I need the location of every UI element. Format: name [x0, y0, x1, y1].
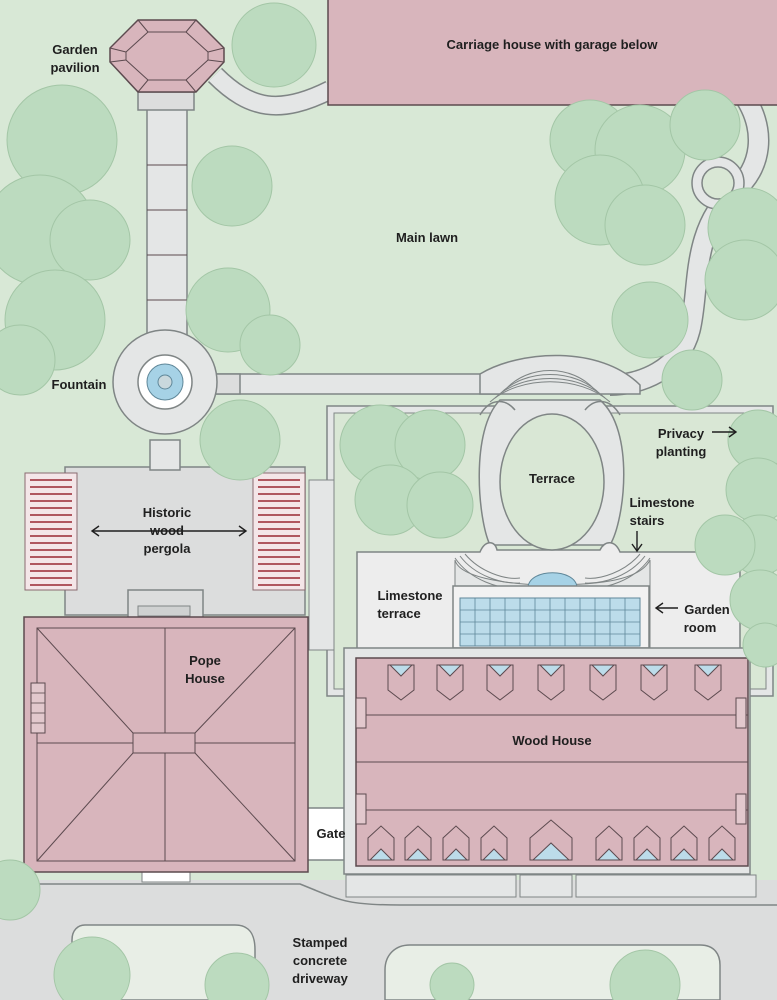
label-limestone-stairs: stairs	[630, 513, 665, 528]
label-gate: Gate	[317, 826, 346, 841]
label-fountain: Fountain	[52, 377, 107, 392]
east-walk	[209, 373, 501, 395]
lower-stairs	[454, 553, 651, 589]
garden-pavilion	[109, 19, 225, 111]
north-walk	[146, 107, 188, 345]
pope-house	[23, 616, 309, 873]
label-privacy-planting: planting	[656, 444, 707, 459]
label-driveway: Stamped	[293, 935, 348, 950]
label-garden-room: room	[684, 620, 717, 635]
fountain	[112, 329, 218, 435]
label-terrace: Terrace	[529, 471, 575, 486]
carriage-house	[327, 0, 777, 106]
label-garden-pavilion: Garden	[52, 42, 98, 57]
pergola-east	[252, 472, 306, 591]
label-pergola: wood	[149, 523, 184, 538]
pergola-west	[24, 472, 78, 591]
annotation-arrows	[90, 426, 738, 614]
label-pergola: Historic	[143, 505, 191, 520]
label-limestone-terrace: terrace	[377, 606, 420, 621]
garden-room	[452, 585, 650, 649]
label-pergola: pergola	[144, 541, 192, 556]
east-path	[609, 83, 770, 396]
label-main-lawn: Main lawn	[396, 230, 458, 245]
map-labels: Carriage house with garage below Garden …	[50, 37, 729, 986]
upper-stairs	[479, 370, 621, 416]
label-privacy-planting: Privacy	[658, 426, 705, 441]
label-limestone-stairs: Limestone	[629, 495, 694, 510]
label-garden-pavilion: pavilion	[50, 60, 99, 75]
terrace-lawn	[499, 413, 605, 551]
label-carriage-house: Carriage house with garage below	[447, 37, 659, 52]
wood-house	[343, 647, 751, 875]
label-garden-room: Garden	[684, 602, 730, 617]
label-driveway: concrete	[293, 953, 347, 968]
label-pope-house: House	[185, 671, 225, 686]
label-pope-house: Pope	[189, 653, 221, 668]
label-limestone-terrace: Limestone	[377, 588, 442, 603]
label-wood-house: Wood House	[512, 733, 591, 748]
label-driveway: driveway	[292, 971, 348, 986]
